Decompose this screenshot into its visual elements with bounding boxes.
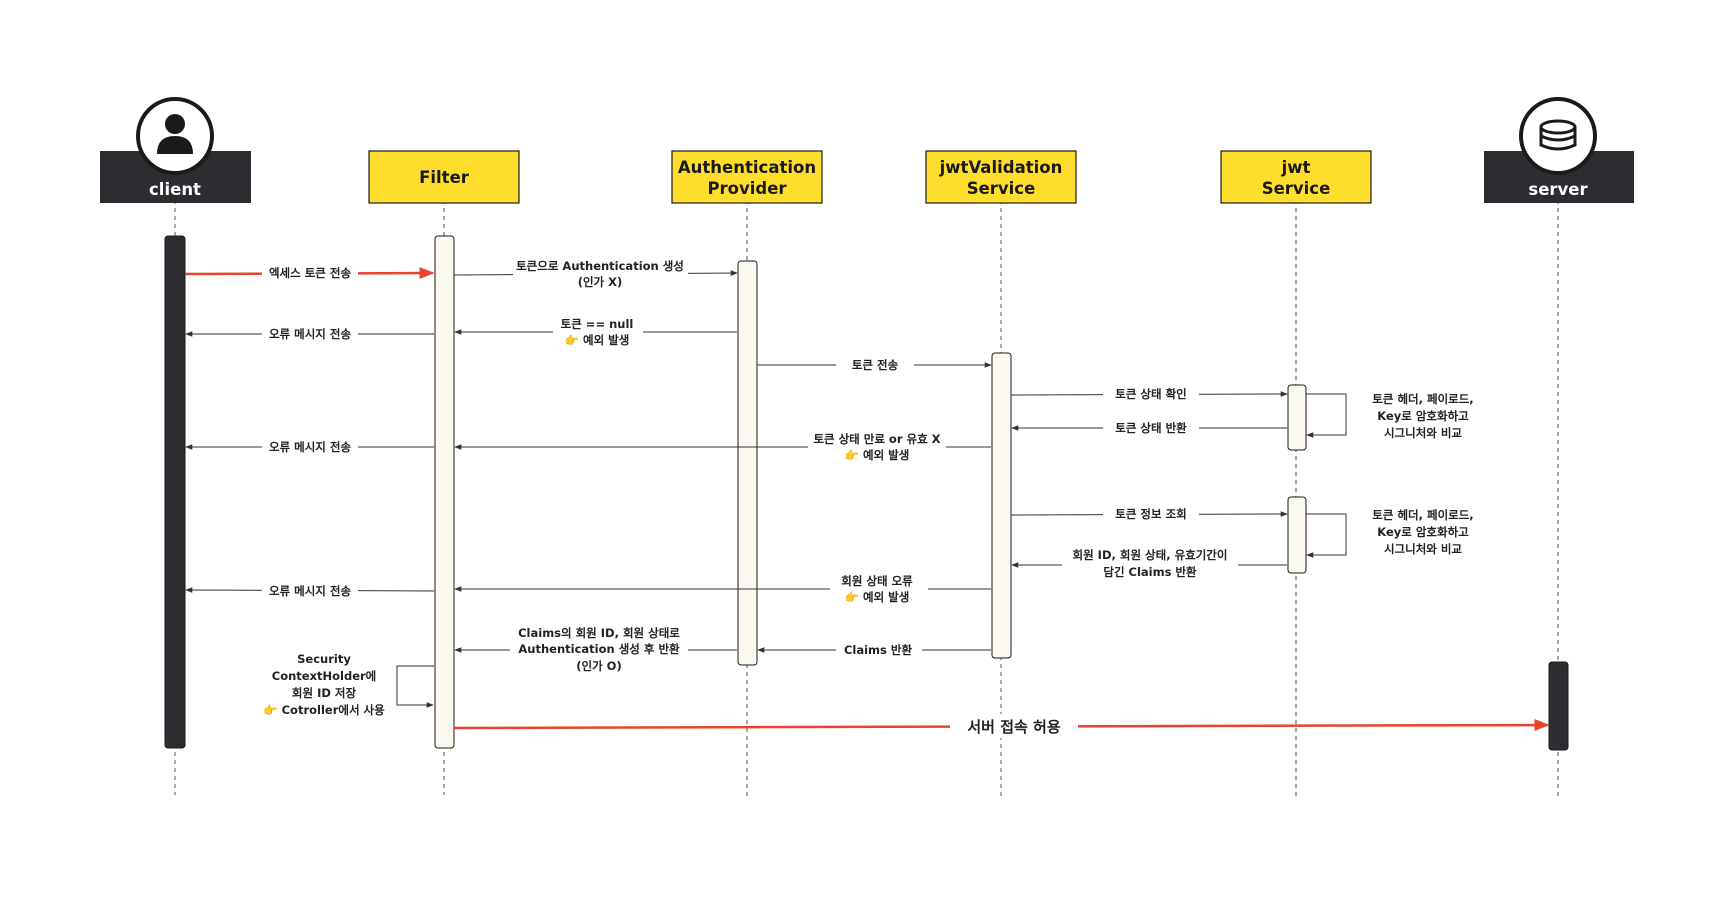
jwtservice-label-line2: Service [1262,179,1331,198]
message-token-null-line2: 👉 예외 발생 [565,333,630,347]
message-return-claims: 회원 ID, 회원 상태, 유효기간이 담긴 Claims 반환 [1011,546,1287,582]
person-icon [157,114,193,154]
activation-bars [164,235,1569,751]
message-query-token-info: 토큰 정보 조회 [1010,505,1288,523]
message-error-1-label: 오류 메시지 전송 [269,327,351,341]
participant-jwtservice: jwt Service [1220,150,1372,204]
message-access-token-label: 엑세스 토큰 전송 [269,266,351,280]
filter-label: Filter [419,168,470,187]
activation-filter [434,235,455,749]
message-create-authentication: 토큰으로 Authentication 생성 (인가 X) [453,256,738,290]
message-server-access: 서버 접속 허용 [453,714,1550,738]
message-member-status-error-line1: 회원 상태 오류 [841,574,913,588]
self-loop-signature-1-line3: 시그니처와 비교 [1384,426,1462,440]
database-icon [1539,119,1577,151]
message-token-expired: 토큰 상태 만료 or 유효 X 👉 예외 발생 [454,430,991,464]
self-loop-signature-2: 토큰 헤더, 페이로드, Key로 암호화하고 시그니처와 비교 [1306,508,1474,558]
message-token-expired-line2: 👉 예외 발생 [845,448,910,462]
message-token-null-line1: 토큰 == null [561,317,634,331]
participant-jwtvalidation: jwtValidation Service [925,150,1077,204]
message-error-3: 오류 메시지 전송 [185,581,435,599]
self-loop-security-context-line2: ContextHolder에 [272,669,377,683]
self-loop-signature-2-line2: Key로 암호화하고 [1377,525,1469,539]
message-send-token-label: 토큰 전송 [852,358,899,372]
jwtvalidation-label-line1: jwtValidation [939,158,1063,177]
self-loop-security-context: Security ContextHolder에 회원 ID 저장 👉 Cotro… [263,652,434,717]
message-return-claims-line1: 회원 ID, 회원 상태, 유효기간이 [1073,548,1228,562]
activation-authprovider [737,260,758,666]
self-loop-security-context-line3: 회원 ID 저장 [292,686,357,700]
activation-jwtvalidation [991,352,1012,659]
message-token-null: 토큰 == null 👉 예외 발생 [454,315,737,349]
self-loop-signature-2-line1: 토큰 헤더, 페이로드, [1372,508,1473,522]
message-authentication-return-line1: Claims의 회원 ID, 회원 상태로 [518,626,680,640]
activation-server [1548,661,1569,751]
client-label: client [149,180,201,199]
message-claims-return: Claims 반환 [757,641,991,659]
participant-server: server [1484,97,1634,203]
self-loop-signature-1-line1: 토큰 헤더, 페이로드, [1372,392,1473,406]
self-loop-signature-2-line3: 시그니처와 비교 [1384,542,1462,556]
self-loop-signature-1: 토큰 헤더, 페이로드, Key로 암호화하고 시그니처와 비교 [1306,392,1474,440]
server-label: server [1528,180,1588,199]
message-member-status-error-line2: 👉 예외 발생 [845,590,910,604]
message-server-access-label: 서버 접속 허용 [967,718,1060,736]
message-authentication-return-line3: (인가 O) [576,659,621,673]
activation-jwtservice-2 [1287,496,1307,574]
activation-jwtservice-1 [1287,384,1307,451]
authprovider-label-line1: Authentication [678,158,816,177]
self-loop-security-context-line1: Security [297,652,351,666]
participant-client: client [100,97,251,203]
message-check-token-status-label: 토큰 상태 확인 [1115,387,1187,401]
message-access-token: 엑세스 토큰 전송 [184,264,435,282]
message-claims-return-label: Claims 반환 [844,643,912,657]
message-error-1: 오류 메시지 전송 [185,325,434,343]
activation-client [164,235,186,749]
message-create-authentication-line1: 토큰으로 Authentication 생성 [516,259,684,273]
message-query-token-info-label: 토큰 정보 조회 [1115,507,1187,521]
message-token-expired-line1: 토큰 상태 만료 or 유효 X [813,432,940,446]
jwtvalidation-label-line2: Service [967,179,1036,198]
server-avatar [1519,97,1597,175]
message-check-token-status: 토큰 상태 확인 [1010,385,1288,403]
participant-authprovider: Authentication Provider [671,150,823,204]
message-authentication-return: Claims의 회원 ID, 회원 상태로 Authentication 생성 … [454,625,737,677]
message-member-status-error: 회원 상태 오류 👉 예외 발생 [454,572,991,606]
participant-filter: Filter [368,150,520,204]
message-create-authentication-line2: (인가 X) [578,275,623,289]
message-return-token-status: 토큰 상태 반환 [1011,419,1287,437]
message-error-2: 오류 메시지 전송 [185,438,434,456]
message-return-token-status-label: 토큰 상태 반환 [1115,421,1187,435]
message-send-token: 토큰 전송 [757,356,992,374]
jwtservice-label-line1: jwt [1281,158,1311,177]
self-loop-signature-1-line2: Key로 암호화하고 [1377,409,1469,423]
message-error-2-label: 오류 메시지 전송 [269,440,351,454]
message-return-claims-line2: 담긴 Claims 반환 [1103,565,1197,579]
message-authentication-return-line2: Authentication 생성 후 반환 [518,642,680,656]
self-loop-security-context-line4: 👉 Cotroller에서 사용 [263,703,385,717]
message-error-3-label: 오류 메시지 전송 [269,584,351,598]
authprovider-label-line2: Provider [707,179,787,198]
